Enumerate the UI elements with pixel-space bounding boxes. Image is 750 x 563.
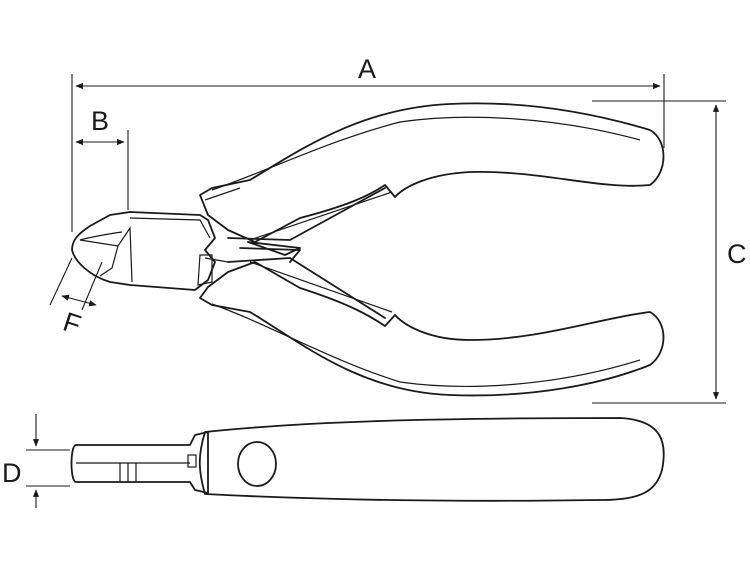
lower-handle (199, 261, 665, 397)
label-d: D (2, 458, 22, 488)
label-b: B (91, 106, 109, 136)
side-rivet (237, 441, 277, 487)
dimension-c (592, 100, 726, 404)
upper-handle (199, 102, 665, 243)
label-f: F (60, 307, 85, 341)
side-handle (198, 417, 665, 502)
label-a: A (358, 54, 376, 84)
jaw-head (71, 211, 216, 291)
plier-side-view (70, 417, 665, 502)
pivot-linkage (227, 187, 386, 319)
dimension-a (71, 74, 665, 232)
dimension-d (26, 414, 70, 508)
dimension-b (75, 130, 129, 210)
dimension-f (49, 257, 103, 311)
label-c: C (727, 239, 747, 269)
plier-top-view (71, 102, 665, 397)
